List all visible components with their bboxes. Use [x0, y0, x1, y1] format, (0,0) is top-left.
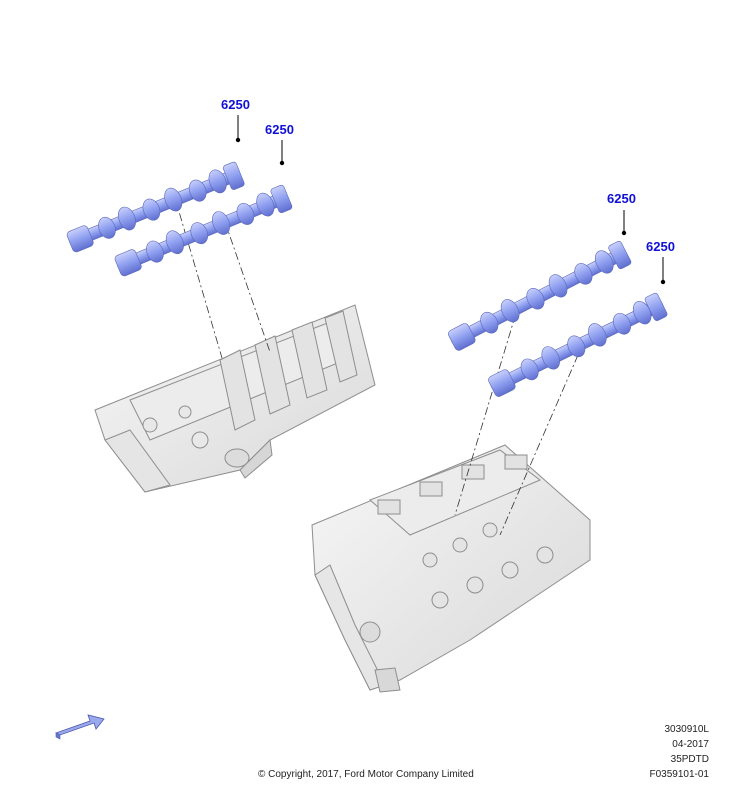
callout-label-part-number: 6250: [265, 122, 294, 137]
callout-label-part-number: 6250: [646, 239, 675, 254]
callout-label-part-number: 6250: [607, 191, 636, 206]
cylinder-head-right: [311, 444, 591, 693]
camshaft-3: [448, 241, 632, 351]
callout-dots: [235, 137, 666, 285]
callout-leaders: [237, 115, 664, 282]
callout-label-part-number: 6250: [221, 97, 250, 112]
camshaft-2: [114, 184, 293, 277]
figure-number: F0359101-01: [649, 769, 710, 780]
illustration-date: 04-2017: [672, 739, 709, 750]
illustration-code: 3030910L: [664, 724, 710, 735]
camshaft-1: [66, 161, 245, 253]
navigation-arrow-icon[interactable]: [54, 714, 105, 740]
alignment-lines: [174, 197, 579, 536]
cylinder-head-left: [94, 304, 376, 493]
copyright-notice: © Copyright, 2017, Ford Motor Company Li…: [258, 769, 474, 780]
model-code: 35PDTD: [670, 754, 709, 765]
camshaft-4: [488, 292, 668, 397]
